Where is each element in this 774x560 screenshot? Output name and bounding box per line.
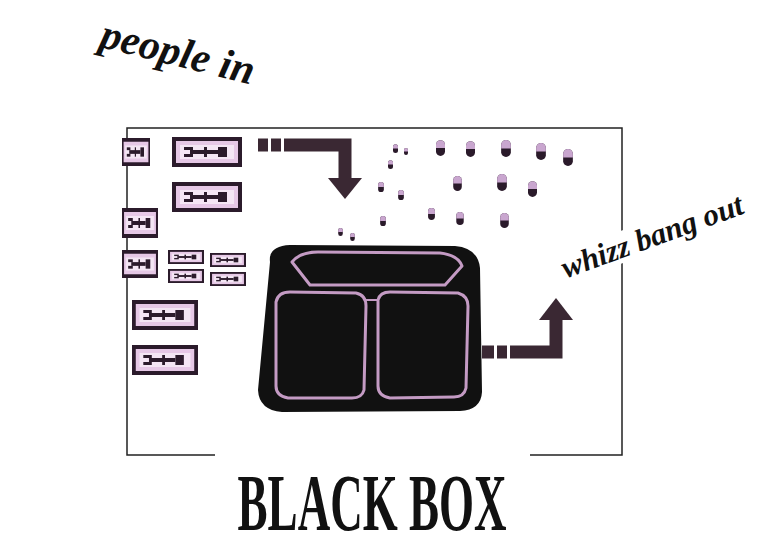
input-label-holder: people in bbox=[94, 12, 263, 92]
frame bbox=[127, 128, 622, 455]
people-icons bbox=[122, 137, 246, 375]
output-label: whizz bang out bbox=[554, 188, 750, 285]
title-holder: BLACK BOX bbox=[235, 463, 510, 544]
falling-pills bbox=[338, 140, 573, 241]
input-arrow bbox=[258, 138, 362, 199]
output-label-holder: whizz bang out bbox=[554, 188, 750, 285]
output-arrow bbox=[482, 298, 573, 359]
diagram-title: BLACK BOX bbox=[235, 463, 510, 544]
input-label: people in bbox=[94, 12, 263, 92]
black-box-cube bbox=[258, 245, 482, 412]
